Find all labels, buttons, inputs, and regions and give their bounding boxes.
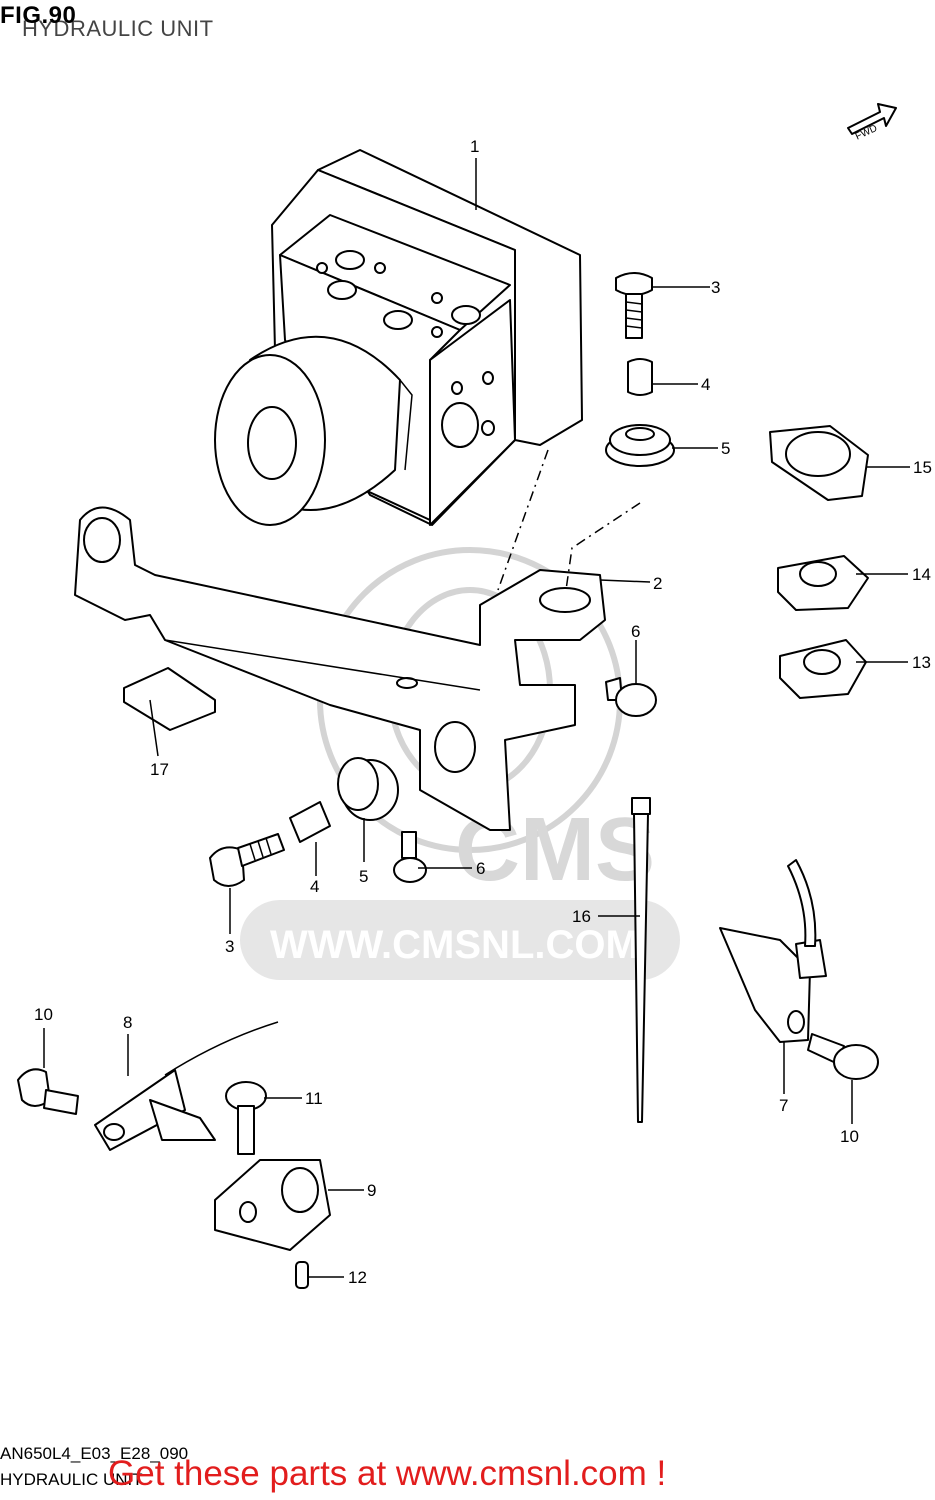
bolt-11 xyxy=(225,1081,267,1155)
hydraulic-unit xyxy=(214,149,583,526)
callout-16: 16 xyxy=(572,907,591,926)
sensor-8 xyxy=(94,1021,279,1151)
figure-subtitle: HYDRAULIC UNIT xyxy=(22,16,214,41)
callout-4-upper: 4 xyxy=(701,375,710,394)
callout-12: 12 xyxy=(348,1268,367,1287)
callout-10-right: 10 xyxy=(840,1127,859,1146)
clamp-14 xyxy=(777,555,869,611)
clamp-15 xyxy=(769,425,869,501)
pin-12 xyxy=(295,1261,309,1289)
callout-6-lower: 6 xyxy=(476,859,485,878)
callout-17: 17 xyxy=(150,760,169,779)
collar-4-upper xyxy=(627,358,653,396)
callout-7: 7 xyxy=(779,1096,788,1115)
holder-9 xyxy=(214,1159,331,1251)
callout-10-left: 10 xyxy=(34,1005,53,1024)
callout-15: 15 xyxy=(913,458,932,477)
watermark-url: WWW.CMSNL.COM xyxy=(270,923,639,967)
diagram-name: HYDRAULIC UNIT xyxy=(0,1470,143,1489)
bolt-3-upper xyxy=(615,272,653,339)
cta-link[interactable]: Get these parts at www.cmsnl.com ! xyxy=(108,1454,667,1493)
clamp-13 xyxy=(779,639,867,699)
collar-4-lower xyxy=(289,801,331,843)
grommet-5-upper xyxy=(605,424,675,467)
callout-14: 14 xyxy=(912,565,931,584)
grommet-5-lower xyxy=(337,757,399,821)
pad-17 xyxy=(123,667,216,731)
callout-5-lower: 5 xyxy=(359,867,368,886)
bracket xyxy=(74,506,606,831)
callout-11: 11 xyxy=(305,1089,323,1108)
bolt-6-upper xyxy=(605,677,657,717)
figure-title: FIG.90 xyxy=(0,2,77,29)
callout-4-lower: 4 xyxy=(310,877,319,896)
callout-9: 9 xyxy=(367,1181,376,1200)
sensor-7 xyxy=(719,859,827,1043)
bolt-3-lower xyxy=(209,833,285,887)
callout-5-upper: 5 xyxy=(721,439,730,458)
bolt-6-lower xyxy=(393,831,427,883)
bolt-10-right xyxy=(807,1033,879,1080)
diagram-code: AN650L4_E03_E28_090 xyxy=(0,1444,189,1463)
callout-6-upper: 6 xyxy=(631,622,640,641)
leader-lines xyxy=(43,158,910,1278)
cable-tie-16 xyxy=(631,797,651,1123)
callout-1: 1 xyxy=(470,137,479,156)
callout-3-lower: 3 xyxy=(225,937,234,956)
fwd-arrow-icon: FWD xyxy=(847,103,897,143)
callout-2: 2 xyxy=(653,574,662,593)
callout-labels: 1 2 3 4 5 6 3 4 5 6 7 8 9 10 10 11 12 13… xyxy=(34,137,932,1287)
callout-8: 8 xyxy=(123,1013,132,1032)
callout-13: 13 xyxy=(912,653,931,672)
bolt-10-left xyxy=(17,1068,79,1115)
callout-3-upper: 3 xyxy=(711,278,720,297)
